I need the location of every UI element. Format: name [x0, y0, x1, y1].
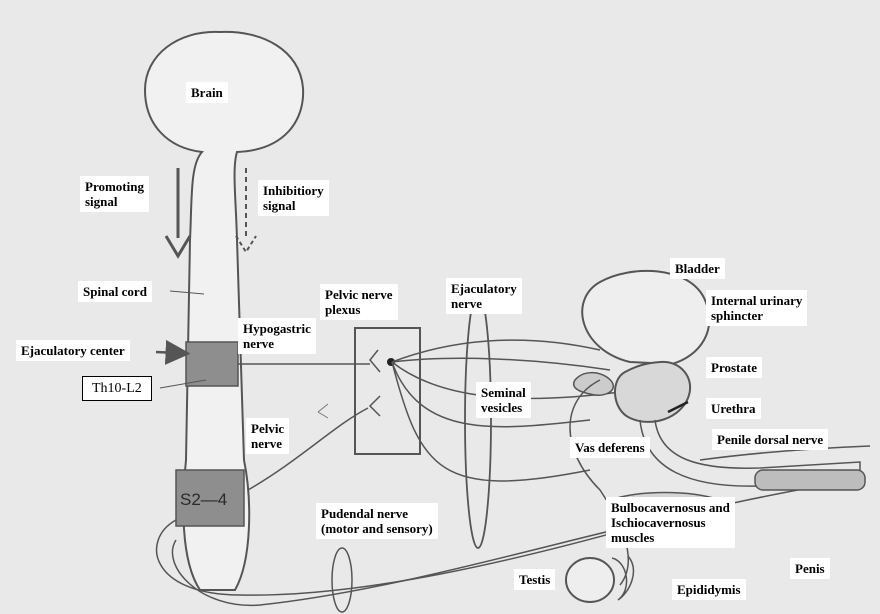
- ejaculatory-nerve-label: Ejaculatory nerve: [446, 278, 522, 314]
- penis-shaft: [754, 469, 866, 491]
- urethra-marker: [667, 400, 689, 414]
- testis-label: Testis: [514, 569, 556, 590]
- th10-l2-leader: [159, 379, 207, 389]
- inhibitory-signal-label: Inhibitiory signal: [258, 180, 329, 216]
- epididymis-label: Epididymis: [672, 579, 746, 600]
- penile-dorsal-nerve-line: [699, 445, 871, 461]
- bladder-label: Bladder: [670, 258, 725, 279]
- vas-deferens-line: [569, 379, 629, 586]
- plexus-branch-lower: [368, 395, 381, 417]
- bladder-shape: [581, 269, 711, 366]
- spinal-cord-leader: [169, 290, 205, 295]
- plexus-to-seminal-nerve: [391, 361, 591, 428]
- sacral-segment-label: S2—4: [180, 490, 227, 509]
- internal-urinary-sphincter-label: Internal urinary sphincter: [706, 290, 808, 326]
- promoting-signal-label: Promoting signal: [80, 176, 149, 212]
- pelvic-nerve-small-arrow: [317, 403, 329, 419]
- brain-label: Brain: [186, 82, 228, 103]
- prostate-shape: [613, 360, 691, 423]
- urethra-label: Urethra: [706, 398, 761, 419]
- th10-l2-label: Th10-L2: [82, 376, 152, 401]
- bulbocavernosus-label: Bulbocavernosus and Ischiocavernosus mus…: [606, 497, 735, 548]
- penis-label: Penis: [790, 558, 830, 579]
- plexus-to-bladder-nerve-2: [391, 357, 611, 371]
- ejaculatory-nerve-ring: [464, 291, 492, 549]
- epididymis-shape: [611, 555, 635, 601]
- pelvic-nerve-plexus-label: Pelvic nerve plexus: [320, 284, 398, 320]
- pudendal-nerve-ring: [331, 547, 353, 613]
- prostate-label: Prostate: [706, 357, 762, 378]
- pelvic-nerve-label: Pelvic nerve: [246, 418, 290, 454]
- vas-deferens-label: Vas deferens: [570, 437, 650, 458]
- inhibitory-arrow: [235, 168, 257, 254]
- pudendal-nerve-line-2: [171, 509, 701, 607]
- seminal-vesicles-label: Seminal vesicles: [476, 382, 531, 418]
- ejaculatory-center-arrow: [155, 339, 191, 365]
- sacral-segment: [175, 469, 245, 527]
- plexus-branch-upper: [369, 349, 381, 373]
- ejaculatory-center-segment: [185, 341, 239, 387]
- penile-dorsal-nerve-label: Penile dorsal nerve: [712, 429, 829, 450]
- pelvic-plexus-box: [354, 327, 421, 455]
- ejaculatory-center-label: Ejaculatory center: [16, 340, 130, 361]
- spinal-cord-label: Spinal cord: [78, 281, 152, 302]
- promoting-arrow: [164, 168, 192, 259]
- pelvic-nerve-line: [247, 407, 369, 491]
- ejaculatory-nerve-loop: [391, 361, 591, 482]
- pudendal-nerve-label: Pudendal nerve (motor and sensory): [316, 503, 438, 539]
- testis-shape: [565, 557, 615, 603]
- hypogastric-nerve-label: Hypogastric nerve: [238, 318, 316, 354]
